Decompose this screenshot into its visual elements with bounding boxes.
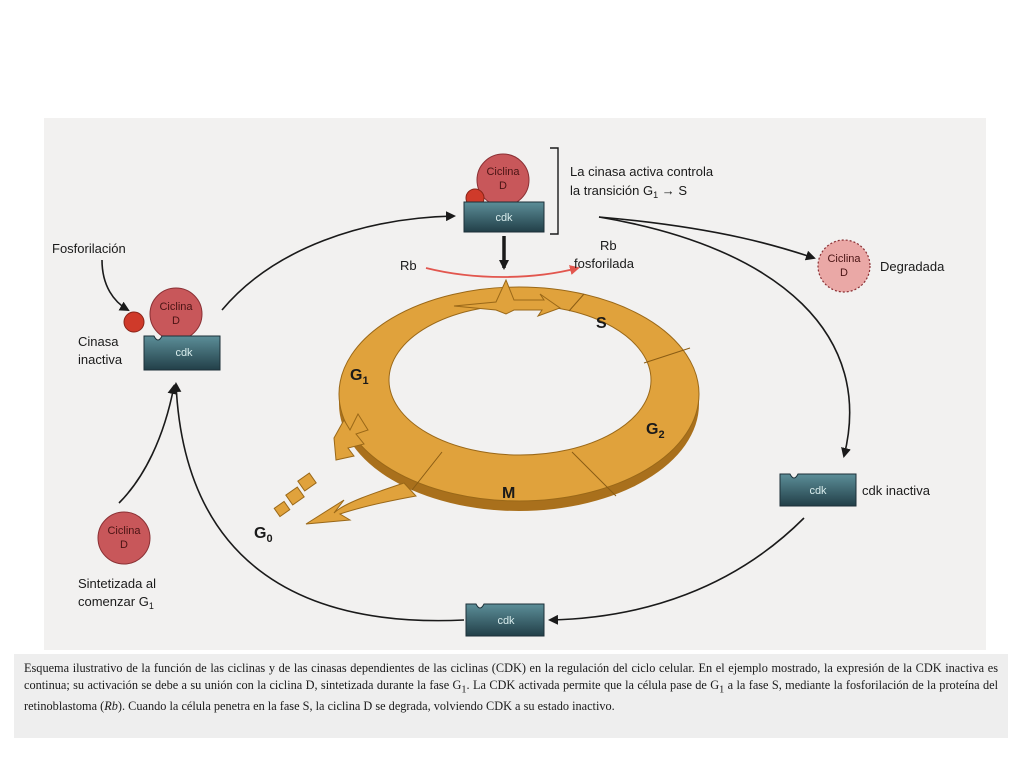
g0-block xyxy=(273,500,291,518)
arrow-active-to-degradation xyxy=(598,216,816,261)
g1-entry-arrow xyxy=(333,412,369,461)
rb-phos-label-line1: Rb xyxy=(600,238,617,253)
phosphate-icon xyxy=(123,311,145,333)
g0-block xyxy=(285,486,305,506)
ciclina-d-label: D xyxy=(840,267,848,279)
cdk-label: cdk xyxy=(809,485,827,497)
arrow-synthesis-to-inactive xyxy=(118,384,178,504)
cdk-icon xyxy=(143,335,221,371)
rb-label: Rb xyxy=(400,258,417,273)
figure-panel: G1 S G2 M G0 Ciclina D cdk Fosforilación… xyxy=(44,118,986,650)
cdk-label: cdk xyxy=(175,347,193,359)
ciclina-label: Ciclina xyxy=(107,525,141,537)
g0-block xyxy=(297,472,317,492)
arrow-active-to-cdk-inactive xyxy=(598,216,851,458)
inactiva-label: inactiva xyxy=(78,352,123,367)
cell-cycle-ring xyxy=(273,278,700,525)
rb-phosphorylation-arrow xyxy=(425,265,580,278)
ciclina-d-label: D xyxy=(499,180,507,192)
ciclina-d-degraded-icon xyxy=(817,239,871,293)
cell-cycle-diagram: G1 S G2 M G0 Ciclina D cdk Fosforilación… xyxy=(52,147,945,637)
cdk-label: cdk xyxy=(497,615,515,627)
cinasa-label: Cinasa xyxy=(78,334,119,349)
phase-m-label: M xyxy=(502,485,515,502)
arrow-to-active xyxy=(221,211,456,311)
cdk-icon xyxy=(463,201,545,233)
ciclina-label: Ciclina xyxy=(486,166,520,178)
active-label-line2: la transición G1 → S xyxy=(570,183,687,200)
phase-g1-label: G1 xyxy=(350,367,369,387)
active-kinase-complex: Ciclina D cdk xyxy=(463,147,559,235)
degradada-label: Degradada xyxy=(880,259,945,274)
ciclina-d-label: D xyxy=(120,539,128,551)
phase-g0-label: G0 xyxy=(254,525,273,545)
degraded-ciclina: Ciclina D xyxy=(817,239,871,293)
active-label-line1: La cinasa activa controla xyxy=(570,164,714,179)
g0-exit-arrow xyxy=(305,482,417,525)
ciclina-d-icon xyxy=(97,511,151,565)
ciclina-d-label: D xyxy=(172,315,180,327)
phase-s-label: S xyxy=(596,315,607,332)
ciclina-label: Ciclina xyxy=(827,253,861,265)
fosforilacion-label: Fosforilación xyxy=(52,241,126,256)
cdk-label: cdk xyxy=(495,212,513,224)
arrow-cdk-inactive-to-cdk xyxy=(548,517,805,625)
s-phase-arrow xyxy=(453,278,562,317)
cdk-inactive-icon xyxy=(779,473,857,507)
ciclina-d-icon xyxy=(149,287,203,341)
rb-phos-label-line2: fosforilada xyxy=(574,256,635,271)
cdk-bottom-icon xyxy=(465,603,545,637)
arrow-cdk-to-inactive xyxy=(171,382,465,622)
ciclina-label: Ciclina xyxy=(159,301,193,313)
cdk-inactiva-label: cdk inactiva xyxy=(862,483,931,498)
sintetizada-label-line2: comenzar G1 xyxy=(78,594,154,611)
synthesized-ciclina: Ciclina D xyxy=(97,511,151,565)
sintetizada-label-line1: Sintetizada al xyxy=(78,576,156,591)
inactive-kinase-complex: Ciclina D cdk xyxy=(123,287,221,371)
phase-g2-label: G2 xyxy=(646,421,665,441)
arrow-phosphorylation xyxy=(101,259,130,311)
figure-caption: Esquema ilustrativo de la función de las… xyxy=(14,654,1008,738)
bracket xyxy=(550,147,559,235)
